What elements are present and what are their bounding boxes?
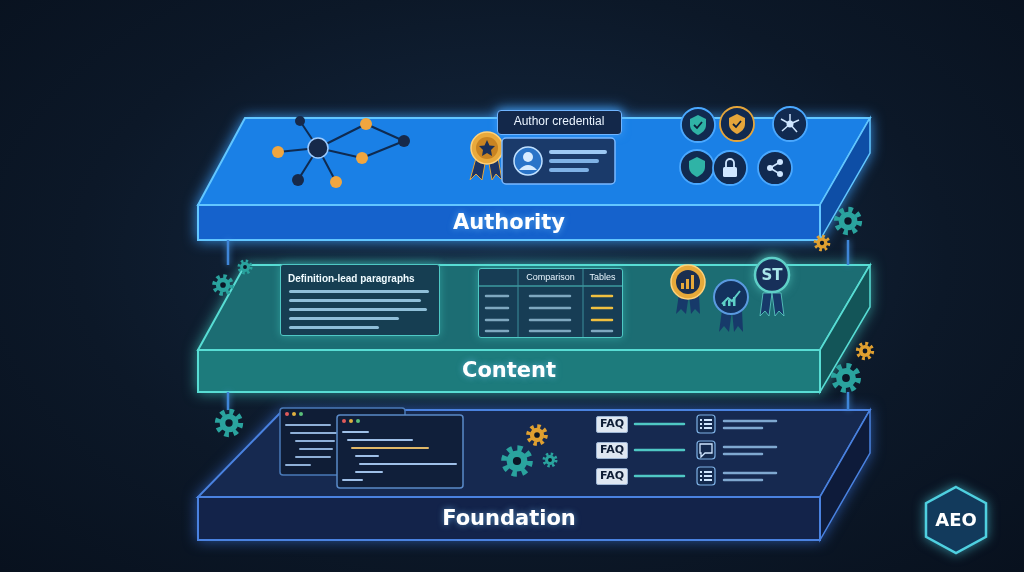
layer-slab: Content Definition-lead paragraphs Compari… — [198, 265, 870, 392]
text-card: Definition-lead paragraphs — [280, 264, 440, 336]
network-graph — [272, 116, 410, 188]
code-window — [280, 408, 405, 475]
node-text: Authority — [198, 205, 820, 240]
slab-front — [198, 497, 820, 540]
badge-circle: ST — [753, 256, 791, 294]
node-text: Tables — [583, 270, 622, 285]
node-text: FAQ — [597, 469, 627, 484]
node-text: Content — [198, 350, 820, 392]
slab-side — [820, 118, 870, 240]
slab-front — [198, 350, 820, 392]
node-text: AEO — [924, 485, 988, 555]
slab-side — [820, 265, 870, 392]
node-text: FAQ — [597, 417, 627, 432]
code-window — [337, 415, 463, 488]
growth-badge — [714, 280, 748, 332]
layer-slab: Foundation FAQ FAQ FAQ — [198, 410, 870, 540]
paragraph-lines — [289, 290, 429, 329]
avatar-card — [502, 138, 615, 184]
faq-tag: FAQ — [596, 468, 628, 485]
node-text: FAQ — [597, 443, 627, 458]
node-text: Author credential — [498, 111, 620, 133]
table-grid — [479, 269, 622, 337]
connector-line — [227, 240, 230, 265]
comparison-table: ComparisonTables — [478, 268, 623, 338]
credential-tag: Author credential — [497, 110, 622, 135]
node-text: ST — [753, 256, 791, 294]
connector-line — [227, 392, 230, 410]
hexagon-badge: AEO — [924, 485, 988, 555]
slab-side — [820, 410, 870, 540]
connector-line — [847, 392, 850, 410]
faq-tag: FAQ — [596, 416, 628, 433]
rank-badge — [671, 265, 705, 314]
connector-line — [847, 240, 850, 265]
slab-front — [198, 205, 820, 240]
badge-ribbon — [760, 293, 784, 316]
trust-icons — [680, 107, 807, 185]
node-text: Foundation — [198, 497, 820, 540]
award-medal — [470, 132, 503, 180]
node-text: Comparison — [518, 270, 583, 285]
faq-tag: FAQ — [596, 442, 628, 459]
node-text: Definition-lead paragraphs — [288, 270, 440, 286]
slab-top — [198, 410, 870, 497]
layer-slab: AuthorityAuthor credential — [198, 118, 870, 240]
gear-icons — [214, 210, 872, 474]
list-icon — [697, 415, 715, 485]
faq-lines — [635, 421, 776, 480]
